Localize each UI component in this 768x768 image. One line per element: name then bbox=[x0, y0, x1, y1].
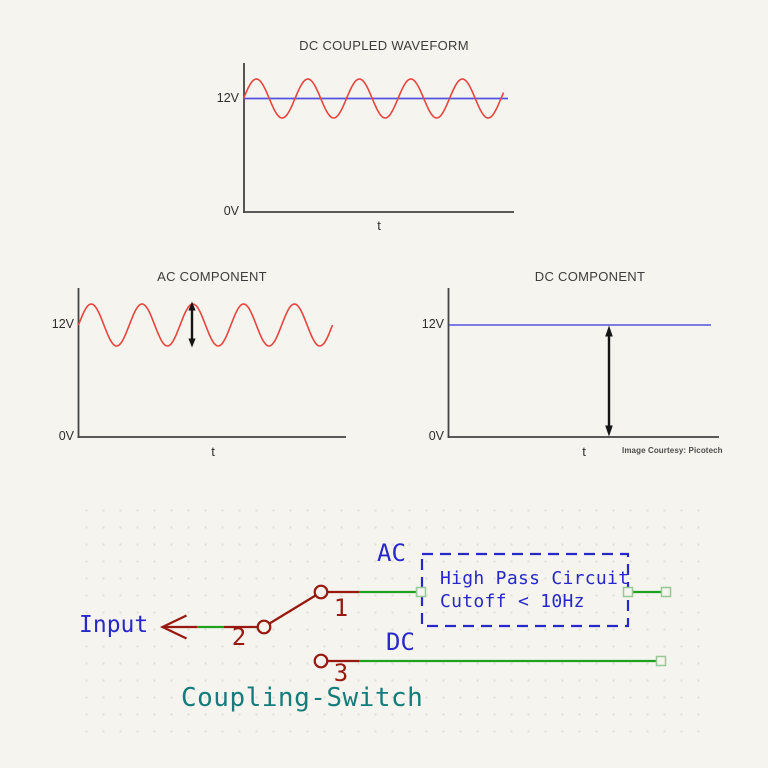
dc-coupled-xlabel-t: t bbox=[377, 218, 381, 233]
dc-offset-arrow-up-head bbox=[605, 325, 613, 337]
coupling-switch-schematic bbox=[159, 552, 672, 669]
chart-title-dc-coupled: DC COUPLED WAVEFORM bbox=[299, 38, 469, 53]
dc-path-label: DC bbox=[386, 628, 415, 656]
dc-component-chart bbox=[447, 288, 719, 438]
ac-amplitude-arrow-down-head bbox=[188, 338, 196, 348]
ac-amplitude-arrow-up-head bbox=[188, 301, 196, 311]
ac-ytick-12v: 12V bbox=[51, 317, 74, 331]
ac-xlabel-t: t bbox=[211, 444, 215, 459]
pin3-contact-circle bbox=[313, 653, 329, 669]
input-label: Input bbox=[79, 612, 149, 638]
dc-ytick-12v: 12V bbox=[421, 317, 444, 331]
image-credit: Image Courtesy: Picotech bbox=[622, 446, 723, 455]
dc-coupled-ytick-12v: 12V bbox=[216, 91, 239, 105]
pin2-contact-circle bbox=[256, 619, 272, 635]
coupling-switch-label: Coupling-Switch bbox=[181, 683, 424, 713]
terminal-square-box-right bbox=[622, 586, 634, 598]
dc-xlabel-t: t bbox=[582, 444, 586, 459]
pin-number-3: 3 bbox=[333, 659, 349, 687]
switch-blade bbox=[268, 594, 317, 625]
chart-title-dc-component: DC COMPONENT bbox=[534, 269, 646, 284]
dc-coupled-chart bbox=[242, 63, 514, 213]
ac-sine-wave bbox=[77, 303, 334, 347]
dc-coupled-sine-wave bbox=[242, 78, 505, 119]
dc-coupled-ytick-0v: 0V bbox=[223, 204, 239, 218]
pin-number-1: 1 bbox=[333, 594, 349, 622]
chart-title-ac-component: AC COMPONENT bbox=[157, 269, 267, 284]
terminal-square-dc-end bbox=[655, 655, 667, 667]
terminal-square-ac-end bbox=[660, 586, 672, 598]
dc-ytick-0v: 0V bbox=[428, 429, 444, 443]
high-pass-box-line2: Cutoff < 10Hz bbox=[440, 591, 585, 612]
ac-component-chart bbox=[77, 288, 346, 438]
ac-ytick-0v: 0V bbox=[58, 429, 74, 443]
ac-path-label: AC bbox=[377, 539, 406, 567]
terminal-square-box-left bbox=[415, 586, 427, 598]
pin-number-2: 2 bbox=[231, 623, 247, 651]
high-pass-circuit-box bbox=[420, 552, 630, 628]
high-pass-box-line1: High Pass Circuit bbox=[440, 568, 630, 589]
dc-offset-arrow-down-head bbox=[605, 425, 613, 437]
pin1-contact-circle bbox=[313, 584, 329, 600]
